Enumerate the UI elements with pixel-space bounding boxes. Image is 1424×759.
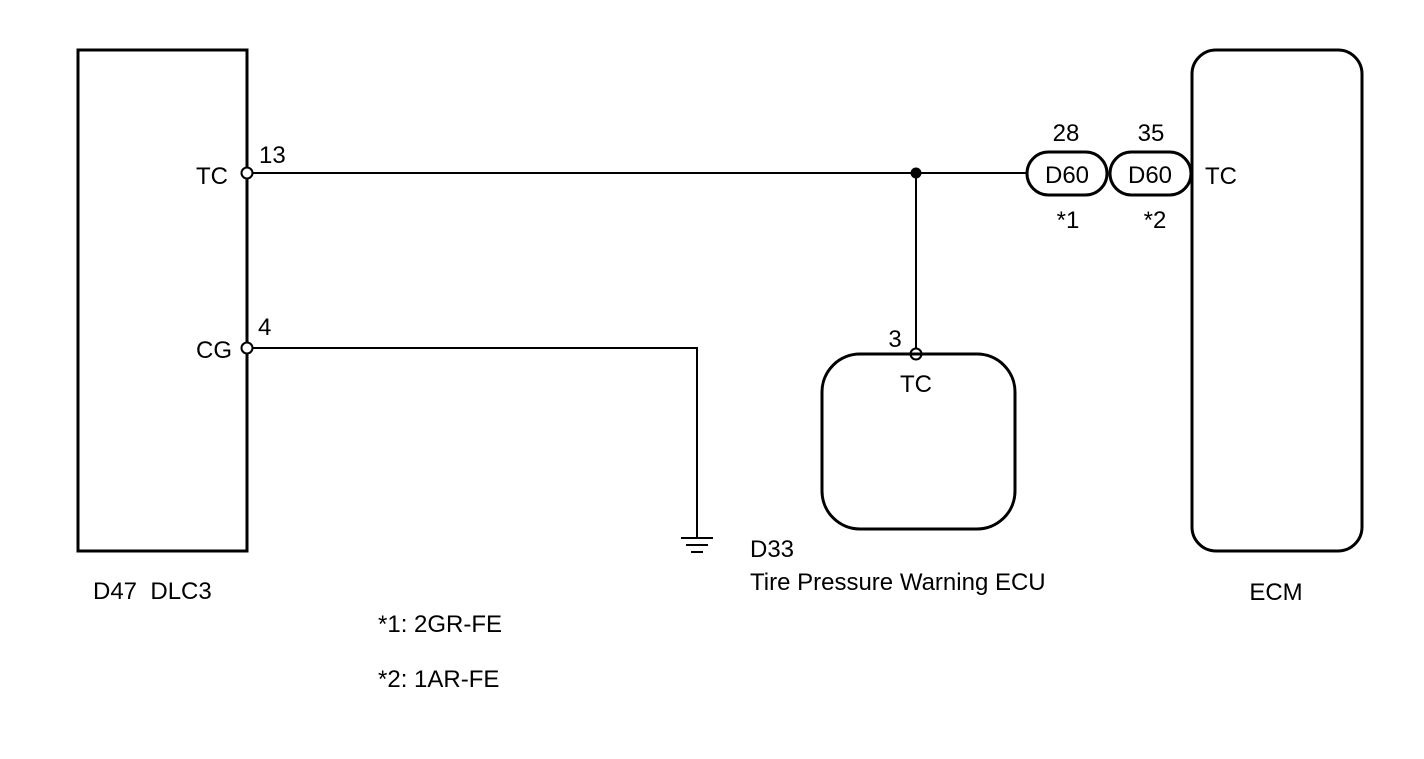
ecm-component: TC ECM (1190, 48, 1364, 606)
ecm-pin-label: TC (1205, 163, 1237, 190)
tpw-ecu-pin-label: TC (900, 371, 932, 398)
junction-connector-second-note-ref: *2 (1144, 207, 1167, 234)
dlc3-cg-pin-number: 4 (258, 314, 271, 341)
cg-wire (240, 341, 713, 553)
dlc3-cg-pin-label: CG (196, 337, 232, 364)
junction-connector-second-name: D60 (1128, 162, 1172, 189)
tpw-ecu-pin-number: 3 (888, 326, 901, 353)
junction-connector-first-note-ref: *1 (1057, 207, 1080, 234)
dlc3-tc-terminal (240, 166, 254, 180)
junction-connector-second-pin: 35 (1138, 120, 1165, 147)
dlc3-component: TC 13 CG 4 D47 DLC3 (76, 48, 286, 605)
footnote-1: *1: 2GR-FE (378, 611, 502, 638)
ground-icon (681, 537, 713, 553)
tc-wire (240, 166, 1028, 361)
ecm-name: ECM (1249, 579, 1302, 606)
dlc3-box (76, 48, 249, 553)
splice-point (910, 167, 922, 179)
dlc3-tc-pin-number: 13 (259, 142, 286, 169)
junction-connector-first-name: D60 (1045, 162, 1089, 189)
junction-connector: D60 D60 28 35 *1 *2 (1025, 120, 1193, 234)
dlc3-cg-terminal (240, 341, 254, 355)
ecm-box (1190, 48, 1364, 553)
dlc3-name: D47 DLC3 (93, 578, 212, 605)
junction-connector-first-pin: 28 (1053, 120, 1080, 147)
junction-connector-first (1025, 150, 1109, 197)
footnotes: *1: 2GR-FE *2: 1AR-FE (378, 611, 502, 693)
tpw-ecu-name: Tire Pressure Warning ECU (750, 569, 1046, 596)
dlc3-tc-pin-label: TC (196, 163, 228, 190)
tpw-ecu-code: D33 (750, 536, 794, 563)
cg-wire-line (253, 347, 698, 537)
tpw-ecu-component: 3 TC D33 Tire Pressure Warning ECU (750, 326, 1046, 596)
tpw-ecu-box (820, 352, 1017, 531)
footnote-2: *2: 1AR-FE (378, 666, 499, 693)
